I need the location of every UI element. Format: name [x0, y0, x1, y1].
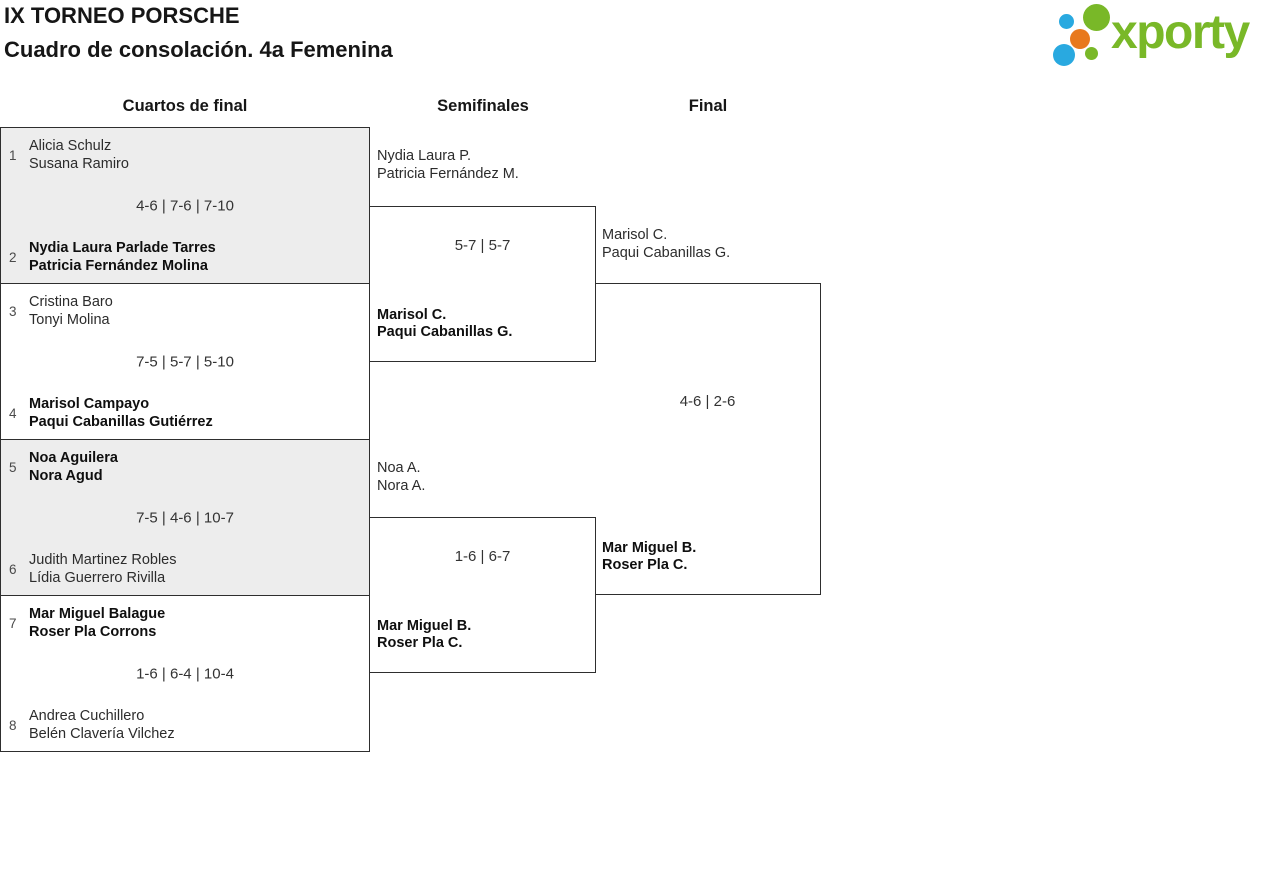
tournament-title: IX TORNEO PORSCHE: [4, 3, 240, 28]
semifinal-match-1: 5-7 | 5-7 Marisol C. Paqui Cabanillas G.: [369, 206, 596, 362]
player-name: Nydia Laura Parlade Tarres: [29, 240, 216, 256]
seed-number: 1: [9, 147, 17, 163]
seed-number: 7: [9, 615, 17, 631]
player-name: Alicia Schulz: [29, 138, 112, 154]
seed-number: 2: [9, 249, 17, 265]
logo-dot-green-small-icon: [1085, 47, 1098, 60]
seed-number: 6: [9, 561, 17, 577]
player-name: Roser Pla C.: [377, 635, 463, 651]
team-name: Andrea Cuchillero Belén Clavería Vilchez: [29, 707, 175, 743]
player-name: Paqui Cabanillas G.: [377, 324, 513, 340]
semifinal-2-winner: Mar Miguel B. Roser Pla C.: [377, 618, 471, 652]
player-name: Nora A.: [377, 478, 426, 494]
team-name: Cristina Baro Tonyi Molina: [29, 293, 113, 329]
team-name-winner: Mar Miguel Balague Roser Pla Corrons: [29, 605, 165, 641]
team-name-winner: Noa Aguilera Nora Agud: [29, 449, 118, 485]
round-header-quarterfinals: Cuartos de final: [122, 97, 248, 115]
xporty-wordmark: xporty: [1111, 6, 1250, 59]
match-slot-top: 1 Alicia Schulz Susana Ramiro: [1, 137, 369, 173]
player-name: Susana Ramiro: [29, 156, 129, 172]
player-name: Noa A.: [377, 460, 421, 476]
player-name: Patricia Fernández M.: [377, 166, 519, 182]
match-slot-bottom: 2 Nydia Laura Parlade Tarres Patricia Fe…: [1, 239, 369, 275]
round-header-semifinals: Semifinales: [437, 97, 529, 115]
seed-number: 8: [9, 717, 17, 733]
seed-number: 3: [9, 303, 17, 319]
player-name: Mar Miguel B.: [377, 618, 472, 634]
player-name: Andrea Cuchillero: [29, 708, 145, 724]
player-name: Mar Miguel Balague: [29, 606, 166, 622]
player-name: Roser Pla Corrons: [29, 624, 157, 640]
seed-number: 4: [9, 405, 17, 421]
match-slot-top: 3 Cristina Baro Tonyi Molina: [1, 293, 369, 329]
player-name: Tonyi Molina: [29, 312, 110, 328]
player-name: Marisol Campayo: [29, 396, 150, 412]
player-name: Belén Clavería Vilchez: [29, 726, 175, 742]
match-slot-bottom: 4 Marisol Campayo Paqui Cabanillas Gutié…: [1, 395, 369, 431]
player-name: Nydia Laura P.: [377, 148, 472, 164]
semifinal-1-winner: Marisol C. Paqui Cabanillas G.: [377, 307, 512, 341]
match-score: 7-5 | 5-7 | 5-10: [136, 353, 234, 370]
player-name: Mar Miguel B.: [602, 540, 697, 556]
player-name: Roser Pla C.: [602, 557, 688, 573]
player-name: Judith Martinez Robles: [29, 552, 177, 568]
match-slot-bottom: 8 Andrea Cuchillero Belén Clavería Vilch…: [1, 707, 369, 743]
quarterfinal-match-4: 7 Mar Miguel Balague Roser Pla Corrons 1…: [0, 595, 370, 752]
player-name: Noa Aguilera: [29, 450, 118, 466]
logo-dot-orange-icon: [1070, 29, 1090, 49]
semifinal-1-team-top: Nydia Laura P. Patricia Fernández M.: [377, 147, 519, 183]
semifinal-match-2: 1-6 | 6-7 Mar Miguel B. Roser Pla C.: [369, 517, 596, 673]
player-name: Patricia Fernández Molina: [29, 258, 208, 274]
final-match: 4-6 | 2-6 Mar Miguel B. Roser Pla C.: [595, 283, 821, 595]
bracket-subtitle: Cuadro de consolación. 4a Femenina: [4, 37, 393, 62]
team-name: Judith Martinez Robles Lídia Guerrero Ri…: [29, 551, 177, 587]
seed-number: 5: [9, 459, 17, 475]
logo-dot-blue-large-icon: [1053, 44, 1075, 66]
match-score: 5-7 | 5-7: [454, 237, 511, 254]
match-score: 4-6 | 7-6 | 7-10: [136, 197, 234, 214]
player-name: Paqui Cabanillas Gutiérrez: [29, 414, 213, 430]
match-score: 7-5 | 4-6 | 10-7: [136, 509, 234, 526]
match-score: 4-6 | 2-6: [679, 393, 736, 410]
final-winner: Mar Miguel B. Roser Pla C.: [602, 540, 696, 574]
round-header-final: Final: [688, 97, 728, 115]
player-name: Marisol C.: [377, 307, 447, 323]
match-slot-bottom: 6 Judith Martinez Robles Lídia Guerrero …: [1, 551, 369, 587]
logo-dot-green-large-icon: [1083, 4, 1110, 31]
match-slot-top: 7 Mar Miguel Balague Roser Pla Corrons: [1, 605, 369, 641]
team-name: Alicia Schulz Susana Ramiro: [29, 137, 129, 173]
logo-dot-blue-small-icon: [1059, 14, 1074, 29]
match-score: 1-6 | 6-7: [454, 548, 511, 565]
team-name-winner: Nydia Laura Parlade Tarres Patricia Fern…: [29, 239, 216, 275]
semifinal-2-team-top: Noa A. Nora A.: [377, 459, 425, 495]
player-name: Nora Agud: [29, 468, 103, 484]
team-name-winner: Marisol Campayo Paqui Cabanillas Gutiérr…: [29, 395, 213, 431]
player-name: Cristina Baro: [29, 294, 113, 310]
player-name: Marisol C.: [602, 227, 668, 243]
match-score: 1-6 | 6-4 | 10-4: [136, 665, 234, 682]
player-name: Lídia Guerrero Rivilla: [29, 570, 166, 586]
final-team-top: Marisol C. Paqui Cabanillas G.: [602, 226, 730, 262]
quarterfinal-match-3: 5 Noa Aguilera Nora Agud 7-5 | 4-6 | 10-…: [0, 439, 370, 596]
quarterfinal-match-2: 3 Cristina Baro Tonyi Molina 7-5 | 5-7 |…: [0, 283, 370, 440]
match-slot-top: 5 Noa Aguilera Nora Agud: [1, 449, 369, 485]
player-name: Paqui Cabanillas G.: [602, 245, 731, 261]
quarterfinal-match-1: 1 Alicia Schulz Susana Ramiro 4-6 | 7-6 …: [0, 127, 370, 284]
